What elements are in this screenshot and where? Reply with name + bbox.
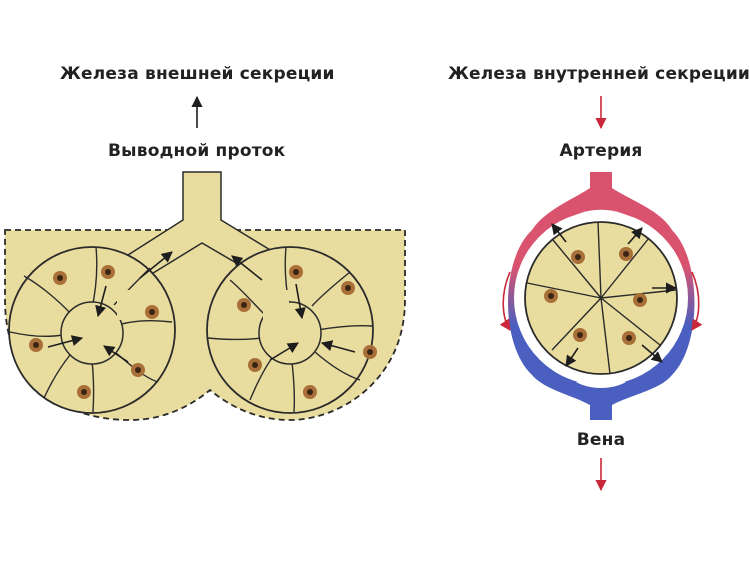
left-acinus: [8, 246, 176, 414]
right-duct-join: [263, 290, 289, 320]
endocrine-gland-title: Железа внутренней секреции: [448, 64, 750, 84]
nucleus: [145, 305, 159, 319]
nucleus: [363, 345, 377, 359]
endocrine-cell-walls: [526, 221, 677, 375]
nucleus: [633, 293, 647, 307]
exocrine-nuclei: [29, 265, 377, 399]
nucleus: [77, 385, 91, 399]
left-duct-join: [117, 290, 144, 320]
vein-label: Вена: [576, 430, 626, 450]
right-flow-arrow: [691, 271, 703, 331]
nucleus: [53, 271, 67, 285]
endocrine-nuclei: [544, 247, 647, 345]
nucleus: [619, 247, 633, 261]
nucleus: [131, 363, 145, 377]
left-acinus-lumen: [60, 301, 124, 365]
artery-junction: [576, 209, 626, 222]
excretory-duct-label: Выводной проток: [108, 141, 286, 161]
nucleus: [341, 281, 355, 295]
nucleus: [303, 385, 317, 399]
artery-label: Артерия: [559, 141, 643, 161]
exocrine-gland-title: Железа внешней секреции: [60, 64, 335, 84]
exocrine-gland: [4, 95, 406, 421]
right-acinus: [206, 246, 374, 414]
nucleus: [289, 265, 303, 279]
endocrine-secretion-arrows: [551, 223, 678, 367]
vein-junction: [576, 376, 626, 388]
nucleus: [248, 358, 262, 372]
nucleus: [237, 298, 251, 312]
left-flow-arrow: [499, 271, 511, 331]
endocrine-gland: [499, 96, 703, 492]
nucleus: [544, 289, 558, 303]
nucleus: [101, 265, 115, 279]
nucleus: [571, 250, 585, 264]
nucleus: [573, 328, 587, 342]
exocrine-secretion-arrows: [47, 251, 356, 363]
nucleus: [29, 338, 43, 352]
nucleus: [622, 331, 636, 345]
